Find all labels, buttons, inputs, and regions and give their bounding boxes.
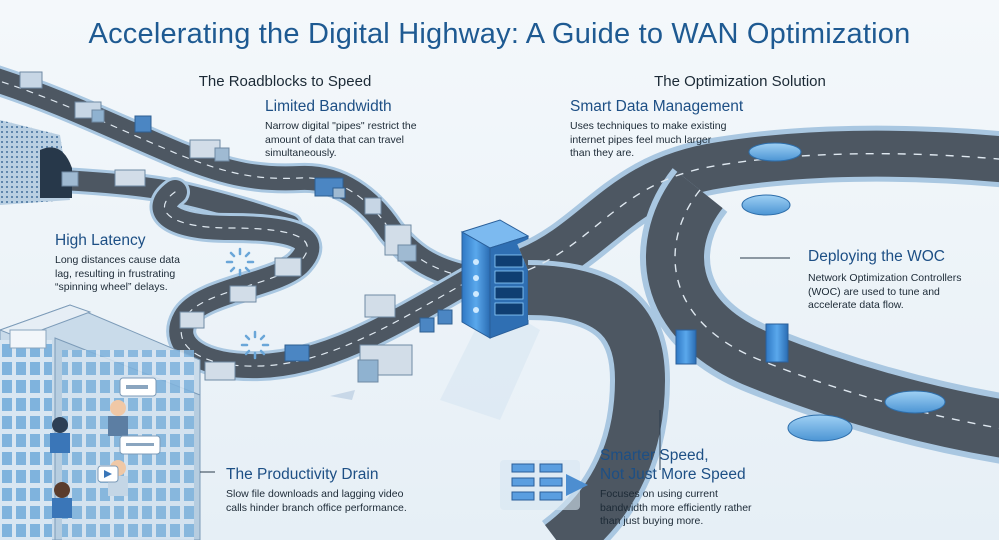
block-heading: Smarter Speed, Not Just More Speed	[600, 446, 820, 484]
section-heading-solution: The Optimization Solution	[654, 73, 826, 90]
block-heading: The Productivity Drain	[226, 466, 379, 483]
body-line: than just buying more.	[600, 515, 704, 527]
body-line: Long distances cause data	[55, 254, 180, 266]
block-smart-data-management: Smart Data Management Uses techniques to…	[570, 98, 790, 161]
office-building-icon	[0, 304, 201, 540]
block-body: Narrow digital "pipes" restrict the amou…	[265, 120, 485, 161]
block-heading: Smart Data Management	[570, 98, 744, 115]
body-line: amount of data that can travel	[265, 133, 404, 146]
page-title: Accelerating the Digital Highway: A Guid…	[88, 18, 911, 50]
block-heading: High Latency	[55, 232, 146, 249]
body-line: accelerate data flow.	[808, 299, 904, 311]
block-body: Slow file downloads and lagging video ca…	[226, 488, 456, 515]
body-line: than they are.	[570, 147, 635, 159]
block-body: Uses techniques to make existing interne…	[570, 120, 790, 161]
server-rack-icon	[440, 219, 540, 420]
video-camera-icon	[97, 465, 119, 483]
body-line: Uses techniques to make existing	[570, 120, 727, 132]
body-line: bandwidth more efficiently rather	[600, 501, 752, 514]
body-line: Focuses on using current	[600, 488, 718, 500]
optimized-highway	[516, 125, 999, 540]
body-line: Network Optimization Controllers	[808, 272, 962, 284]
body-line: calls hinder branch office performance.	[226, 501, 407, 514]
block-heading: Deploying the WOC	[808, 248, 945, 265]
body-line: (WOC) are used to tune and	[808, 285, 940, 298]
block-deploying-woc: Deploying the WOC Network Optimization C…	[808, 248, 993, 313]
body-line: Slow file downloads and lagging video	[226, 488, 404, 500]
block-heading: Limited Bandwidth	[265, 98, 392, 115]
body-line: Narrow digital "pipes" restrict the	[265, 120, 417, 132]
body-line: internet pipes feel much larger	[570, 133, 712, 146]
body-line: lag, resulting in frustrating	[55, 267, 176, 280]
body-line: “spinning wheel” delays.	[55, 281, 168, 293]
block-body: Focuses on using current bandwidth more …	[600, 488, 820, 529]
block-limited-bandwidth: Limited Bandwidth Narrow digital "pipes"…	[265, 98, 485, 161]
block-high-latency: High Latency Long distances cause data l…	[55, 232, 255, 295]
truck-icon	[19, 71, 453, 400]
data-packet-icon	[500, 460, 588, 510]
section-heading-roadblocks: The Roadblocks to Speed	[198, 73, 372, 90]
block-productivity-drain: The Productivity Drain Slow file downloa…	[226, 466, 456, 515]
spinning-wheel-icon	[225, 247, 270, 360]
block-body: Long distances cause data lag, resulting…	[55, 254, 255, 295]
leader-lines	[200, 257, 790, 473]
heading-line: Smarter Speed,	[600, 447, 709, 464]
body-line: simultaneously.	[265, 147, 337, 159]
block-smarter-speed: Smarter Speed, Not Just More Speed Focus…	[600, 446, 820, 529]
woc-device-icon	[675, 323, 789, 365]
chat-bubble-icon	[119, 377, 161, 455]
block-body: Network Optimization Controllers (WOC) a…	[808, 272, 993, 313]
car-icon	[741, 142, 946, 442]
heading-line: Not Just More Speed	[600, 466, 746, 483]
